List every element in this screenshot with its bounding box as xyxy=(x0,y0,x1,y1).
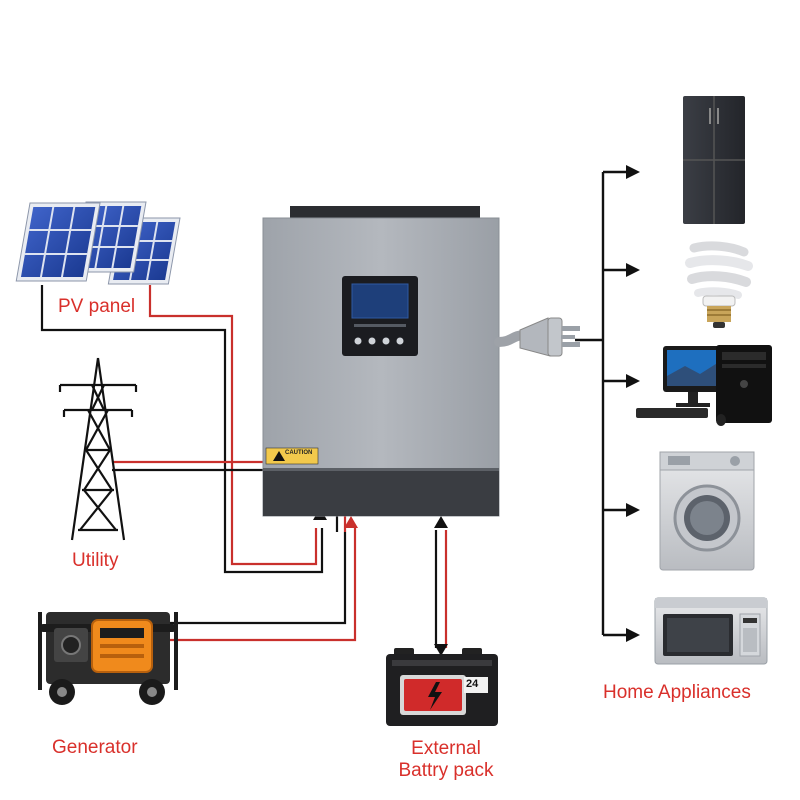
utility-arrow xyxy=(344,516,358,528)
generator-wire-black xyxy=(170,532,347,625)
generator-label: Generator xyxy=(52,737,138,758)
hybrid-inverter xyxy=(262,206,500,517)
car-battery-icon xyxy=(386,648,498,726)
output-bus xyxy=(575,170,628,637)
button-icon xyxy=(382,337,390,345)
microwave-icon xyxy=(654,597,768,665)
pv-panel-label: PV panel xyxy=(58,296,136,317)
battery-arrow-down xyxy=(434,644,448,656)
pv-wire-red xyxy=(148,285,318,566)
pv-wire-black xyxy=(40,285,324,574)
desktop-computer-icon xyxy=(636,345,772,426)
transmission-tower-icon xyxy=(58,357,138,541)
caution-text: CAUTION xyxy=(285,450,313,456)
battery-label-line1: External xyxy=(411,738,481,759)
warning-icon xyxy=(273,451,285,461)
generator-icon xyxy=(38,612,178,705)
lightning-icon xyxy=(428,682,442,710)
button-icon xyxy=(396,337,404,345)
output-arrows xyxy=(626,165,640,642)
generator-wire-red xyxy=(170,528,357,642)
battery-label-line2: Battry pack xyxy=(398,760,494,781)
battery-capacity-text: 24 xyxy=(466,678,479,690)
washing-machine-icon xyxy=(659,451,755,571)
power-plug-icon xyxy=(494,317,580,357)
button-icon xyxy=(354,337,362,345)
battery-label: External Battry pack xyxy=(386,738,506,782)
light-bulb-icon xyxy=(685,241,753,328)
battery-arrow-up xyxy=(434,516,448,528)
inverter-screen xyxy=(351,283,409,319)
home-appliances-label: Home Appliances xyxy=(603,682,751,703)
utility-label: Utility xyxy=(72,550,119,571)
solar-panel-icon xyxy=(15,201,181,285)
refrigerator-icon xyxy=(683,96,745,224)
button-icon xyxy=(368,337,376,345)
input-arrows xyxy=(313,508,448,656)
